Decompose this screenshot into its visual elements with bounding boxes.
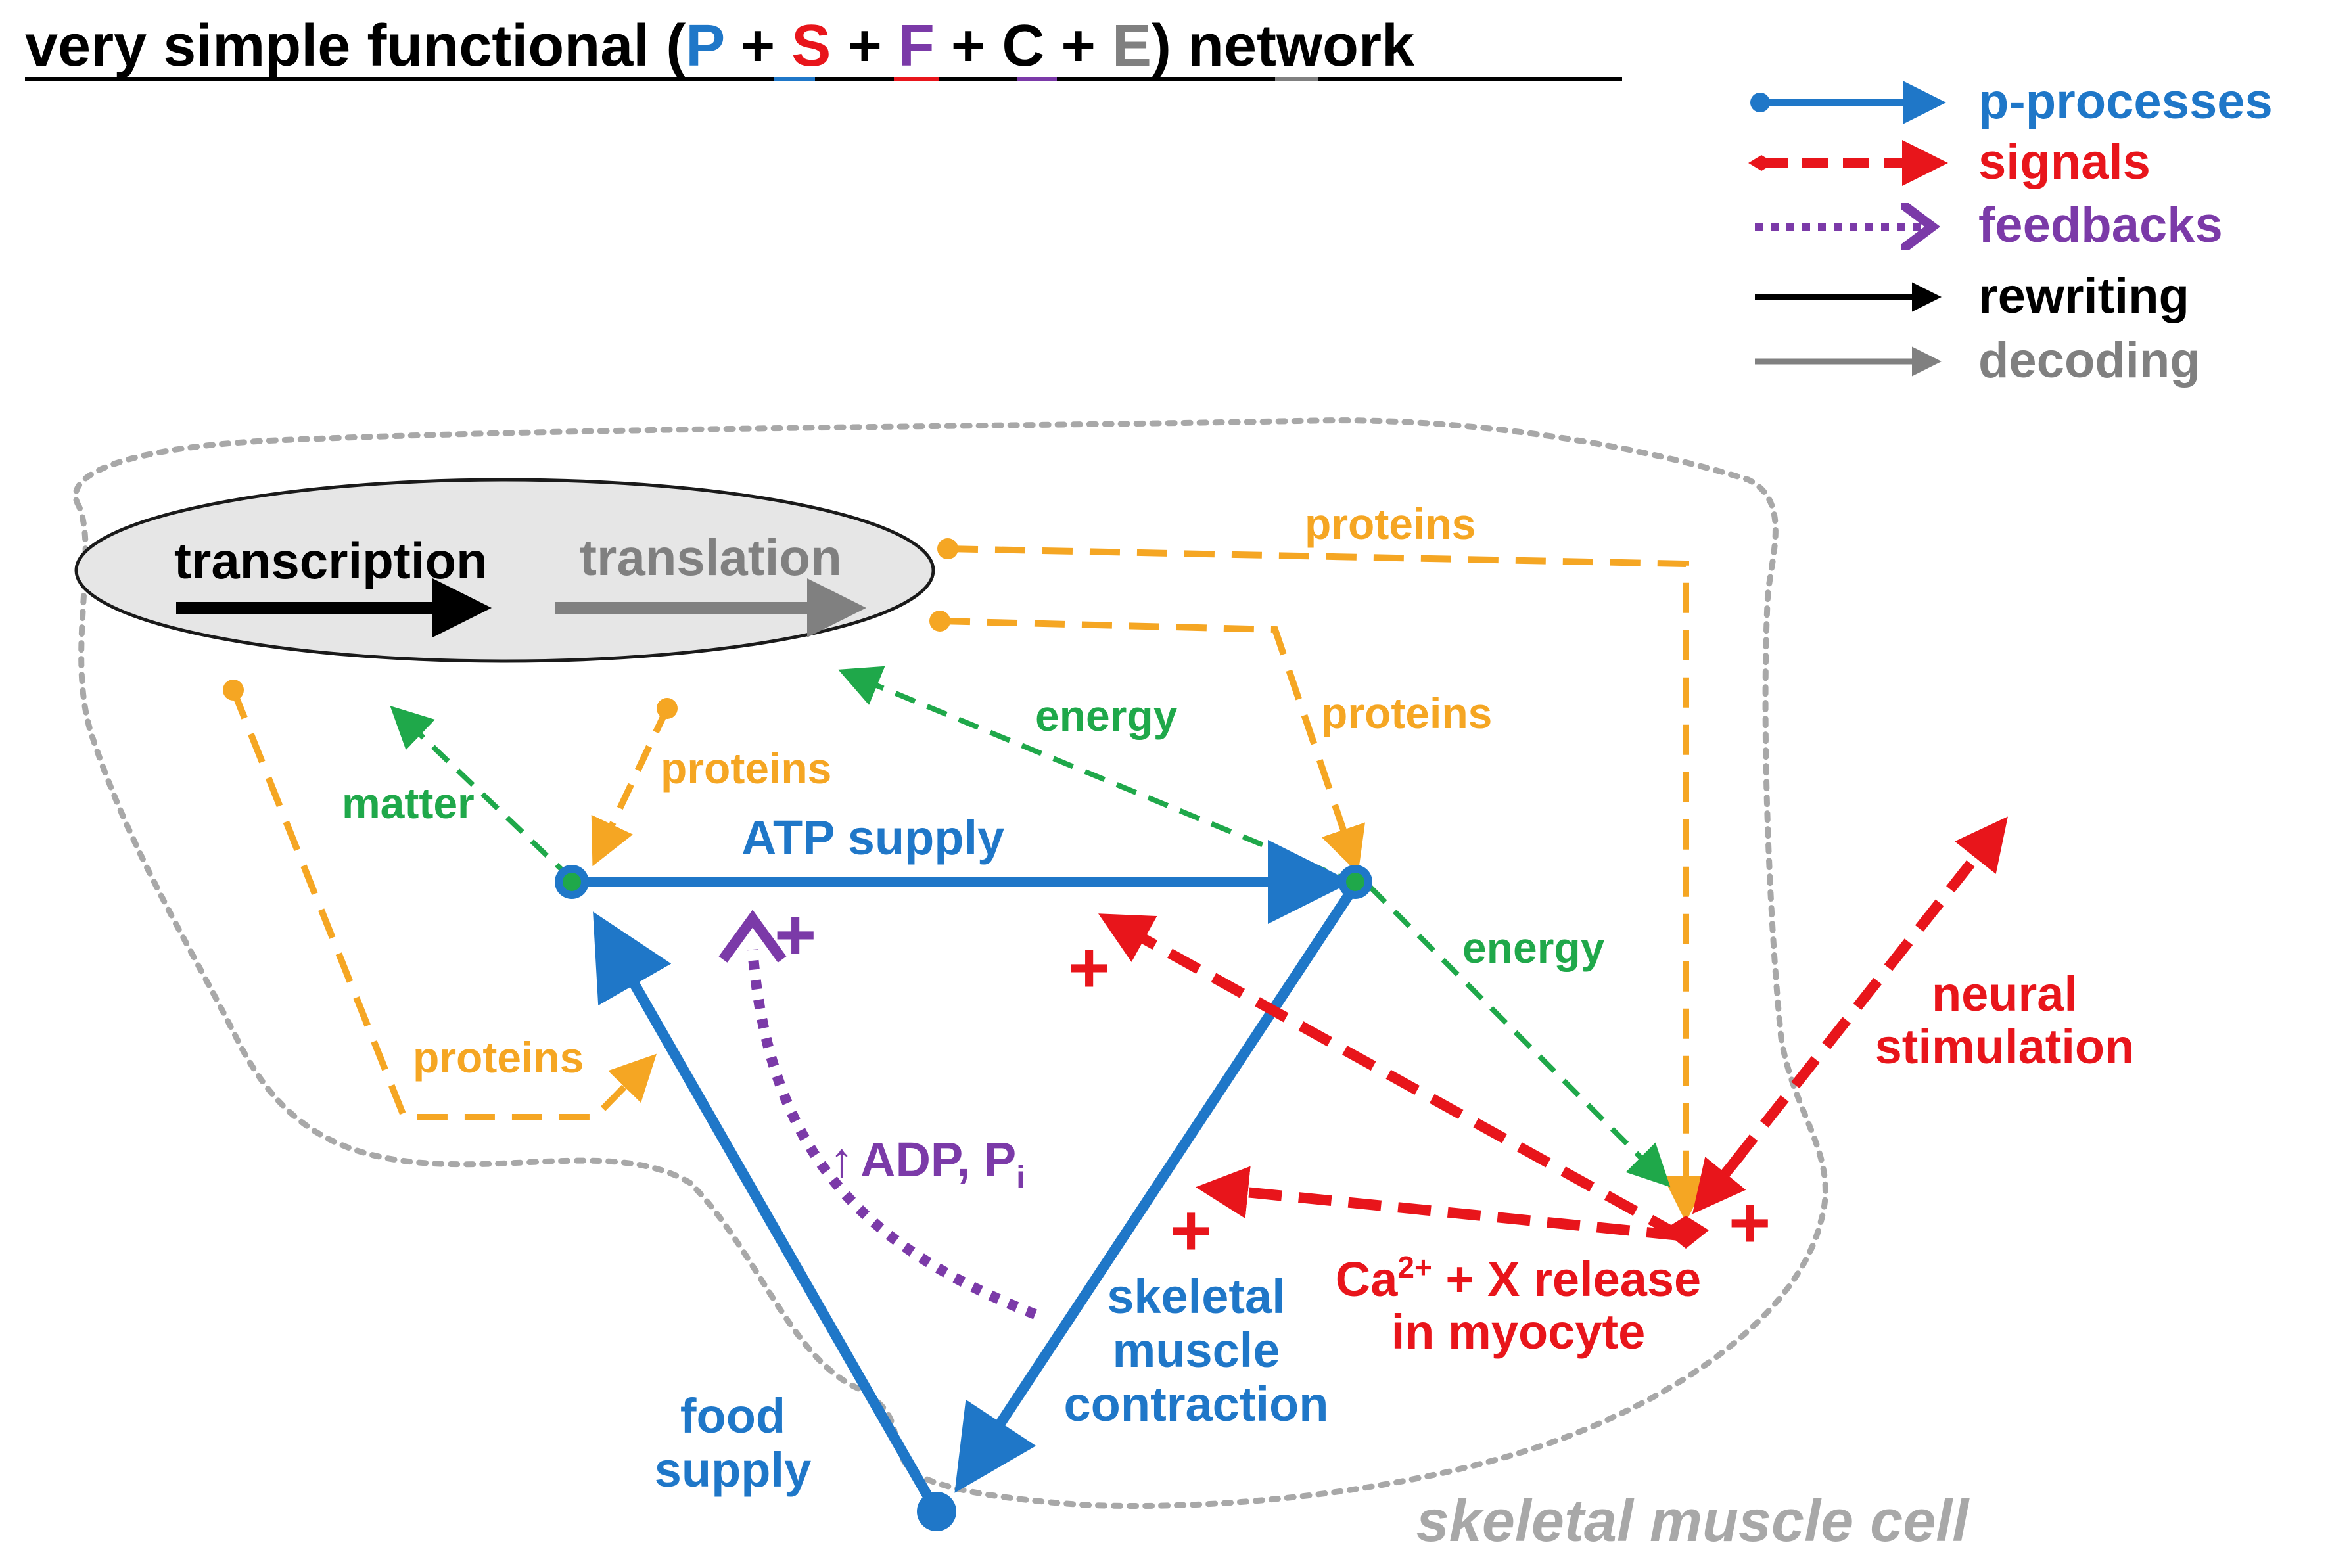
gene-expression-ellipse bbox=[74, 478, 935, 663]
adp-up-arrow: ↑ bbox=[829, 1132, 854, 1187]
ca-release-label-line2: in myocyte bbox=[1391, 1304, 1646, 1359]
food-label-line2: supply bbox=[655, 1442, 811, 1497]
signal-contraction-arrow bbox=[1196, 1166, 1680, 1241]
neural-label-line1: neural bbox=[1932, 967, 2078, 1021]
skeletal-label-line3: contraction bbox=[1064, 1377, 1329, 1431]
plus-signal-neural: + bbox=[1729, 1182, 1771, 1263]
proteins-label-top: proteins bbox=[1305, 499, 1476, 548]
title-plus-4: + bbox=[1044, 13, 1112, 79]
legend-label-rewriting: rewriting bbox=[1978, 268, 2189, 324]
food-supply-arrow bbox=[593, 911, 941, 1514]
adp-feedback-arrow bbox=[747, 949, 1037, 1320]
contraction-arrow bbox=[954, 884, 1359, 1493]
node-atp-source-inner bbox=[563, 873, 581, 891]
skeletal-label-line2: muscle bbox=[1112, 1323, 1280, 1377]
protein-arrow-bottom bbox=[230, 689, 657, 1120]
energy-matter-flows: energy energy matter bbox=[342, 666, 1671, 1188]
signal-neural-arrow bbox=[1698, 816, 2008, 1206]
neural-label-line2: stimulation bbox=[1875, 1019, 2135, 1074]
translation-label: translation bbox=[580, 528, 842, 586]
protein-flows: proteins proteins proteins proteins bbox=[223, 499, 1709, 1222]
node-food bbox=[917, 1492, 956, 1531]
title-plus-2: + bbox=[831, 13, 898, 79]
node-contraction-inner bbox=[1346, 873, 1364, 891]
legend-label-p-processes: p-processes bbox=[1978, 74, 2273, 129]
title-c: C bbox=[1002, 13, 1044, 79]
adp-subscript: i bbox=[1016, 1161, 1025, 1195]
adp-label: ↑ADP, Pi bbox=[829, 1132, 1025, 1195]
proteins-label-right: proteins bbox=[1321, 689, 1492, 737]
signal-neural-arrow-back bbox=[1692, 1149, 1746, 1214]
ca-superscript: 2+ bbox=[1397, 1250, 1432, 1284]
proteins-label-bottom: proteins bbox=[413, 1033, 584, 1082]
plus-signal-contraction: + bbox=[1170, 1190, 1212, 1271]
matter-arrow bbox=[390, 705, 574, 881]
protein-arrow-mid bbox=[591, 706, 670, 867]
plus-feedback: + bbox=[774, 894, 816, 975]
energy-arrow-upper bbox=[838, 666, 1359, 887]
signal-atp-arrow bbox=[1098, 913, 1682, 1240]
signal-source-diamond-icon bbox=[1663, 1216, 1709, 1249]
title-plus-3: + bbox=[935, 13, 1002, 79]
feedback-flow: + ↑ADP, Pi bbox=[718, 894, 1037, 1320]
ca-prefix: Ca bbox=[1336, 1252, 1398, 1306]
matter-label: matter bbox=[342, 779, 475, 827]
title-s: S bbox=[791, 13, 831, 79]
title-plus-1: + bbox=[724, 13, 792, 79]
legend-label-decoding: decoding bbox=[1978, 333, 2200, 388]
p-process-flows: ATP supply skeletal muscle contraction f… bbox=[555, 810, 1372, 1531]
title-suffix: ) network bbox=[1152, 13, 1415, 79]
energy-label-upper: energy bbox=[1035, 691, 1178, 740]
adp-text: ADP, P bbox=[860, 1132, 1016, 1187]
energy-arrow-lower bbox=[1368, 885, 1671, 1188]
legend-signal-diamond-icon bbox=[1748, 155, 1775, 171]
title-p: P bbox=[686, 13, 724, 79]
cell-membrane-outline bbox=[72, 417, 1828, 1510]
diagram-title: very simple functional (P + S + F + C + … bbox=[25, 13, 1415, 79]
legend: p-processes signals feedbacks rewriting … bbox=[1748, 74, 2273, 388]
feedback-open-arrowhead-icon bbox=[718, 910, 787, 963]
title-e: E bbox=[1112, 13, 1152, 79]
cell-label: skeletal muscle cell bbox=[1416, 1488, 1970, 1554]
title-prefix: very simple functional ( bbox=[25, 13, 686, 79]
proteins-label-mid: proteins bbox=[661, 744, 831, 793]
legend-label-feedbacks: feedbacks bbox=[1978, 197, 2223, 253]
atp-supply-label: ATP supply bbox=[741, 810, 1004, 865]
protein-arrow-right bbox=[939, 618, 1365, 873]
food-label-line1: food bbox=[680, 1389, 785, 1443]
legend-label-signals: signals bbox=[1978, 134, 2151, 190]
skeletal-label-line1: skeletal bbox=[1107, 1269, 1286, 1324]
signal-flows: + + + neural stimulation Ca2+ + X releas… bbox=[1068, 816, 2135, 1359]
plus-signal-atp: + bbox=[1068, 927, 1110, 1008]
ca-release-label-line1: Ca2+ + X release bbox=[1336, 1250, 1701, 1306]
transcription-label: transcription bbox=[174, 532, 488, 589]
energy-label-lower: energy bbox=[1462, 923, 1605, 972]
ca-rest: + X release bbox=[1432, 1252, 1701, 1306]
protein-arrow-top bbox=[947, 545, 1709, 1222]
title-f: F bbox=[898, 13, 935, 79]
